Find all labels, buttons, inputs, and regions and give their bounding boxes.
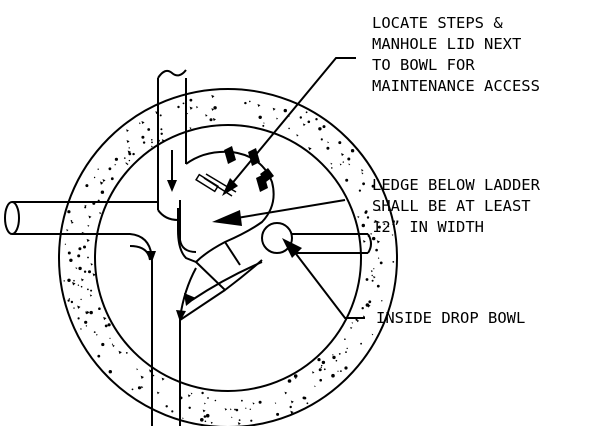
callout-inside-drop-bowl: INSIDE DROP BOWL <box>376 309 525 327</box>
leader-arrowheads <box>212 178 302 258</box>
inlet-pipe-top <box>157 69 187 210</box>
callout-leaders <box>224 57 365 319</box>
callout-locate-steps: LOCATE STEPS & MANHOLE LID NEXT TO BOWL … <box>372 14 540 95</box>
inlet-pipe-right <box>292 233 372 254</box>
inside-drop-bowl-pipe <box>261 222 293 254</box>
inlet-pipe-left <box>4 201 158 292</box>
flow-arrowheads <box>146 180 196 322</box>
concrete-manhole-wall <box>58 88 398 428</box>
concrete-aggregate-texture <box>63 94 395 426</box>
callout-ledge: LEDGE BELOW LADDER SHALL BE AT LEAST 12”… <box>372 176 549 236</box>
outlet-pipe-bottom <box>151 289 226 426</box>
